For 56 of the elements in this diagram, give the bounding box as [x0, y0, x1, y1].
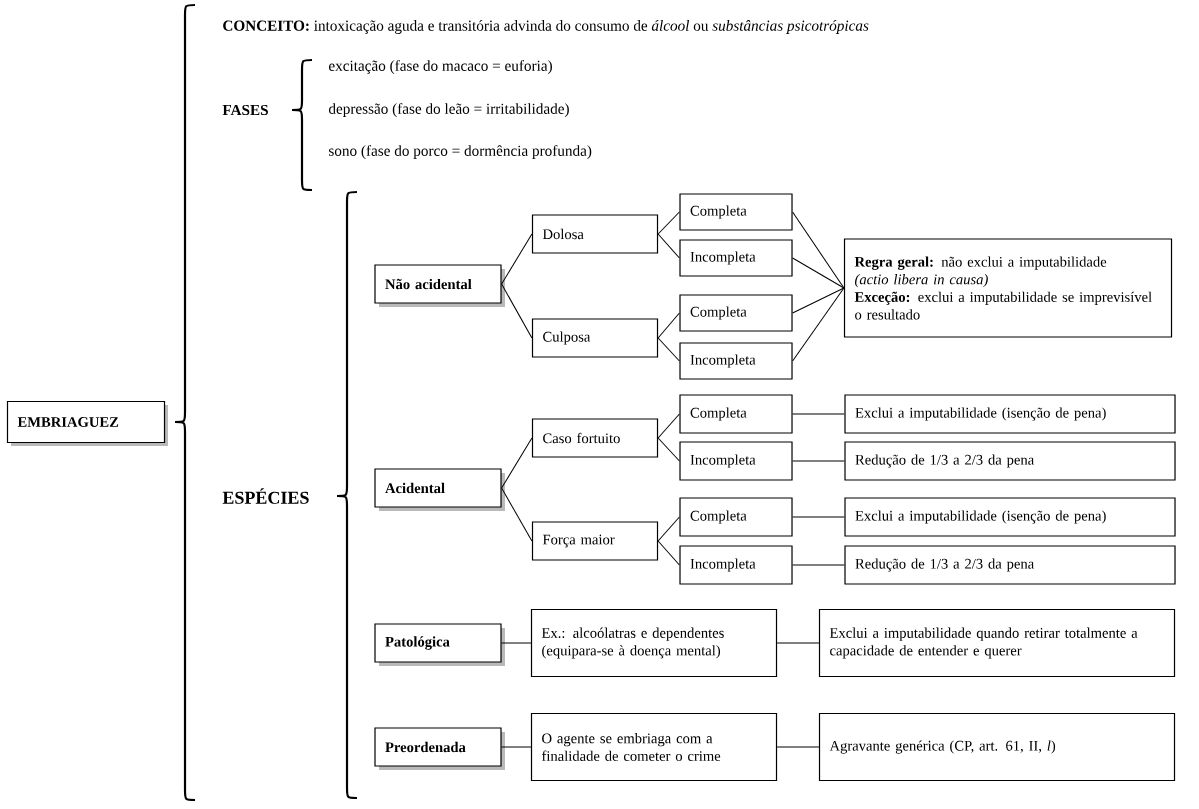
connector-line	[776, 746, 820, 748]
connector-line	[501, 746, 532, 748]
section-heading: ESPÉCIES	[222, 488, 309, 504]
connector-line	[792, 211, 845, 289]
text-box: Culposa	[531, 318, 659, 358]
text-box: Incompleta	[679, 441, 793, 481]
text-box: O agente se embriaga com a finalidade de cometer o crime	[530, 712, 778, 782]
heading-box: EMBRIAGUEZ	[6, 400, 168, 446]
text-box: Incompleta	[679, 239, 793, 277]
connector-line	[501, 487, 533, 542]
text-box: Regra geral: não exclui a imputabilidade (actio libera in causa) Exceção: exclui a imputabilidade se imprevisível o resultado	[843, 238, 1173, 338]
heading-box: Preordenada	[374, 727, 505, 770]
connector-line	[657, 437, 680, 462]
connector-line	[657, 337, 680, 362]
connector-line	[792, 257, 845, 289]
heading-box: Acidental	[374, 468, 505, 511]
text-box: Incompleta	[679, 342, 793, 380]
text-box: Completa	[679, 294, 793, 332]
text-box: Redução de 1/3 a 2/3 da pena	[844, 441, 1176, 481]
note-text: depressão (fase do leão = irritabilidade)	[328, 103, 569, 117]
connector-line	[501, 642, 532, 644]
heading-box: Não acidental	[374, 264, 505, 307]
text-box: Exclui a imputabilidade (isenção de pena)	[844, 497, 1176, 537]
connector-line	[501, 233, 533, 285]
connector-line	[657, 516, 680, 542]
connector-line	[792, 460, 845, 462]
note-text: excitação (fase do macaco = euforia)	[329, 60, 552, 74]
connector-line	[792, 564, 845, 566]
text-box: Redução de 1/3 a 2/3 da pena	[844, 545, 1176, 585]
text-box: Ex.: alcoólatras e dependentes (equipara-se à doença mental)	[530, 608, 778, 678]
connector-line	[792, 413, 845, 415]
connector-line	[501, 437, 533, 489]
text-box: Incompleta	[679, 545, 793, 585]
connector-line	[776, 642, 820, 644]
text-box: Agravante genérica (CP, art. 61, II, l)	[818, 712, 1176, 782]
connector-line	[792, 287, 845, 314]
text-box: Força maior	[531, 521, 659, 561]
connector-line	[792, 287, 845, 362]
connector-line	[792, 516, 845, 518]
text-box: Exclui a imputabilidade (isenção de pena)	[844, 394, 1176, 434]
note-text: CONCEITO: intoxicação aguda e transitória advinda do consumo de álcool ou substâncias psicotrópicas	[223, 20, 869, 34]
text-box: Completa	[679, 193, 793, 231]
connector-line	[501, 283, 533, 339]
connector-line	[657, 312, 680, 339]
text-box: Completa	[679, 497, 793, 537]
note-text: sono (fase do porco = dormência profunda)	[329, 145, 592, 159]
text-box: Dolosa	[531, 214, 659, 254]
section-heading: FASES	[222, 104, 268, 116]
text-box: Exclui a imputabilidade quando retirar totalmente a capacidade de entender e querer	[818, 608, 1176, 678]
connector-line	[657, 233, 680, 259]
heading-box: Patológica	[374, 623, 505, 666]
connector-line	[657, 540, 680, 566]
text-box: Completa	[679, 394, 793, 434]
connector-line	[657, 413, 680, 439]
connector-line	[657, 211, 680, 235]
text-box: Caso fortuito	[531, 418, 659, 458]
